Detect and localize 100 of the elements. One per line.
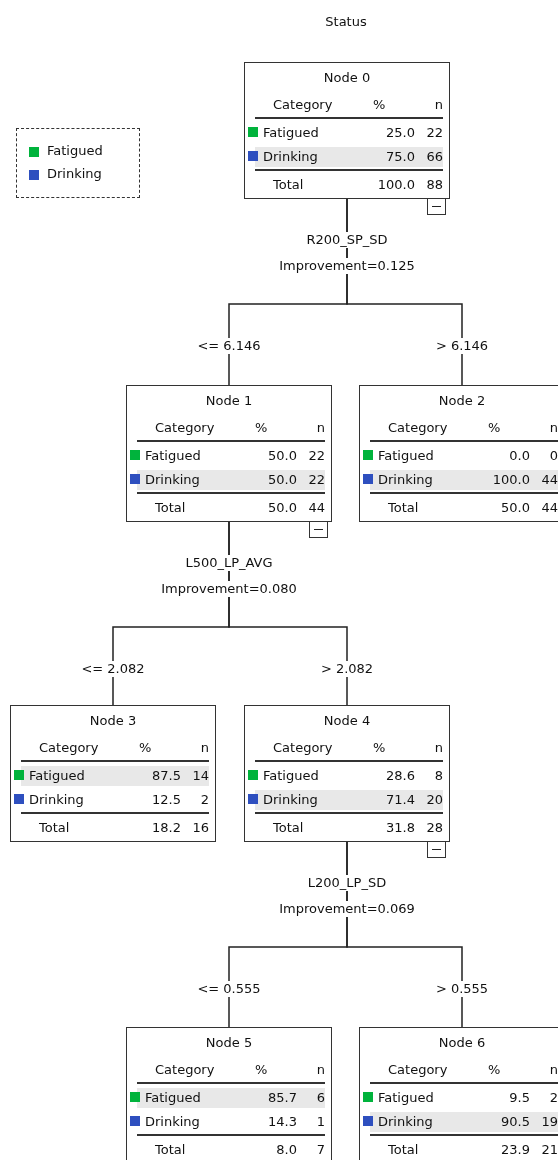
table-cell: 22 [308,447,325,465]
column-header: n [549,1061,558,1079]
chart-title: Status [324,14,368,29]
category-label: Fatigued [29,767,85,785]
table-cell: 44 [541,471,558,489]
total-label: Total [273,176,304,194]
column-header: Category [388,1061,448,1079]
table-cell: 9.5 [509,1089,530,1107]
category-label: Drinking [263,791,318,809]
split-label: Improvement=0.069 [277,901,417,917]
table-cell: 2 [200,791,209,809]
split-label: R200_SP_SD [304,232,390,248]
column-header: n [316,419,325,437]
total-label: Total [273,819,304,837]
table-cell: 8 [434,767,443,785]
table-cell: 14.3 [268,1113,297,1131]
table-cell: 90.5 [501,1113,530,1131]
table-cell: 87.5 [152,767,181,785]
column-header: n [434,96,443,114]
column-header: % [139,739,152,757]
split-label: Improvement=0.080 [159,581,299,597]
column-header: Category [39,739,99,757]
table-cell: 22 [426,124,443,142]
total-label: Total [388,499,419,517]
category-label: Drinking [145,1113,200,1131]
tree-node [126,385,332,522]
category-label: Fatigued [378,1089,434,1107]
tree-node [359,385,558,522]
edge-label: <= 0.555 [195,981,263,997]
node-title: Node 6 [437,1034,487,1052]
table-cell: 2 [549,1089,558,1107]
total-label: Total [388,1141,419,1159]
table-cell: 12.5 [152,791,181,809]
table-cell: 50.0 [501,499,530,517]
tree-node [359,1027,558,1160]
node-title: Node 3 [88,712,138,730]
table-cell: 14 [192,767,209,785]
column-header: % [488,1061,501,1079]
edge-label: <= 6.146 [195,338,263,354]
total-label: Total [155,499,186,517]
table-cell: 20 [426,791,443,809]
column-header: % [488,419,501,437]
column-header: % [373,96,386,114]
legend-label: Fatigued [47,143,103,159]
node-title: Node 2 [437,392,487,410]
category-label: Fatigued [263,767,319,785]
table-cell: 28.6 [386,767,415,785]
table-cell: 25.0 [386,124,415,142]
table-cell: 44 [308,499,325,517]
tree-connector [346,841,463,1028]
table-cell: 0 [549,447,558,465]
column-header: % [255,419,268,437]
category-label: Fatigued [263,124,319,142]
table-cell: 66 [426,148,443,166]
column-header: Category [388,419,448,437]
category-label: Drinking [263,148,318,166]
table-cell: 75.0 [386,148,415,166]
category-label: Drinking [145,471,200,489]
table-cell: 50.0 [268,499,297,517]
table-cell: 7 [316,1141,325,1159]
category-label: Drinking [378,1113,433,1131]
edge-label: <= 2.082 [79,661,147,677]
table-cell: 50.0 [268,447,297,465]
total-label: Total [155,1141,186,1159]
table-cell: 100.0 [492,471,530,489]
table-cell: 21 [541,1141,558,1159]
legend-label: Drinking [47,166,102,182]
table-cell: 8.0 [276,1141,297,1159]
tree-node [244,62,450,199]
table-cell: 31.8 [386,819,415,837]
node-title: Node 4 [322,712,372,730]
column-header: % [373,739,386,757]
column-header: Category [155,1061,215,1079]
category-label: Drinking [378,471,433,489]
tree-node [244,705,450,842]
table-cell: 88 [426,176,443,194]
column-header: n [200,739,209,757]
column-header: n [434,739,443,757]
table-cell: 85.7 [268,1089,297,1107]
column-header: % [255,1061,268,1079]
table-cell: 71.4 [386,791,415,809]
category-label: Fatigued [378,447,434,465]
column-header: n [316,1061,325,1079]
table-cell: 0.0 [509,447,530,465]
table-cell: 1 [316,1113,325,1131]
total-label: Total [39,819,70,837]
node-title: Node 0 [322,69,372,87]
table-cell: 44 [541,499,558,517]
table-cell: 23.9 [501,1141,530,1159]
split-label: Improvement=0.125 [277,258,417,274]
split-label: L500_LP_AVG [183,555,275,571]
table-cell: 50.0 [268,471,297,489]
category-label: Fatigued [145,447,201,465]
table-cell: 22 [308,471,325,489]
node-title: Node 1 [204,392,254,410]
table-cell: 100.0 [377,176,415,194]
category-label: Drinking [29,791,84,809]
table-cell: 6 [316,1089,325,1107]
category-label: Fatigued [145,1089,201,1107]
table-cell: 16 [192,819,209,837]
